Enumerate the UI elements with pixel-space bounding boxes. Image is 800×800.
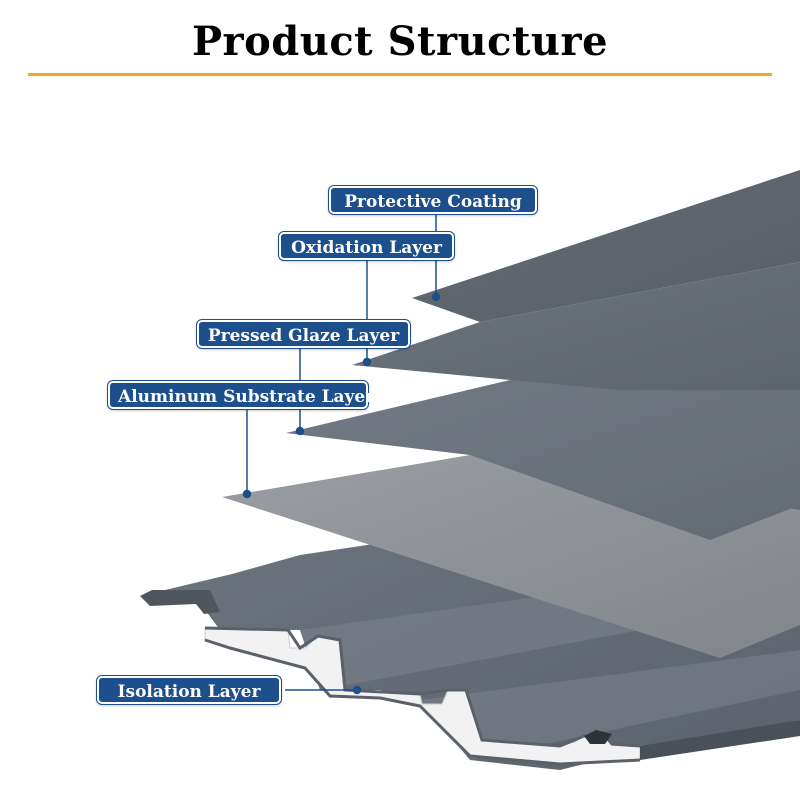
label-aluminum-substrate-layer: Aluminum Substrate Layer — [108, 381, 374, 409]
label-protective-coating: Protective Coating — [329, 186, 537, 214]
leader-lines — [242, 213, 441, 695]
pressed-glaze-sheet — [286, 375, 800, 540]
page-title: Product Structure — [191, 18, 609, 65]
oxidation-sheet — [352, 262, 800, 390]
label-isolation-layer: Isolation Layer — [97, 676, 281, 704]
label-pressed-glaze-layer: Pressed Glaze Layer — [197, 320, 410, 348]
title-underline — [28, 73, 772, 76]
label-oxidation-layer: Oxidation Layer — [279, 232, 454, 260]
protective-coating-sheet — [412, 170, 800, 322]
